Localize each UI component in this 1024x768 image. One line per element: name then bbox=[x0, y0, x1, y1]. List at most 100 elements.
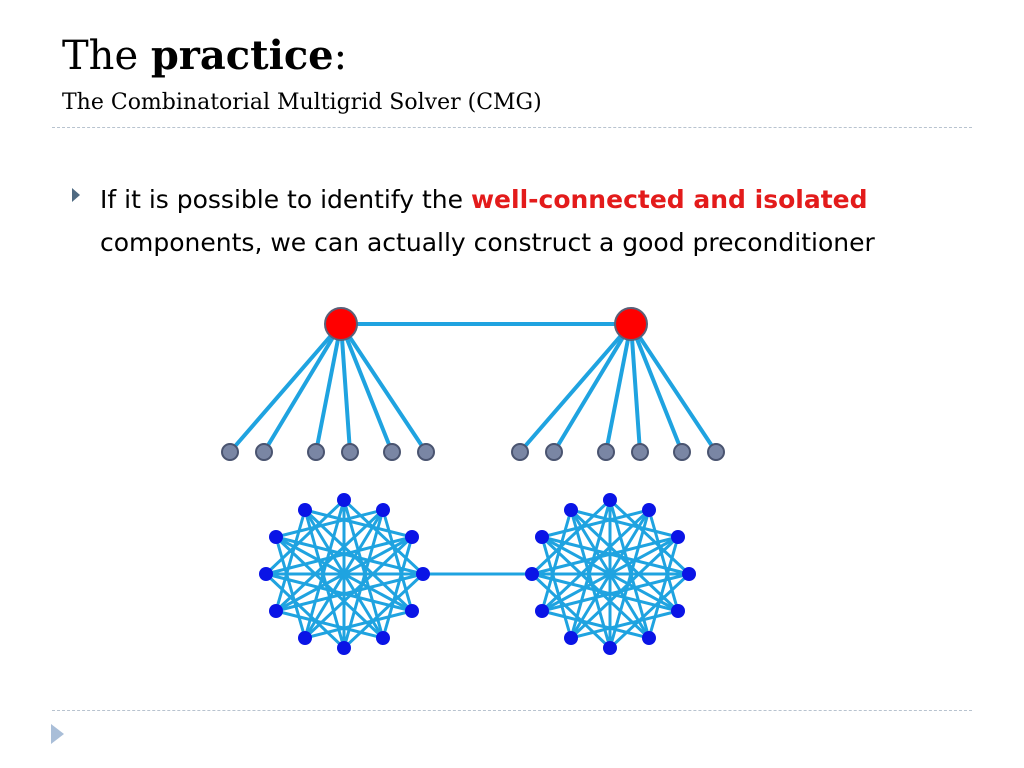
bottom-divider bbox=[52, 710, 972, 711]
graph-edges bbox=[228, 322, 718, 650]
highlight-phrase: well-connected and isolated bbox=[470, 185, 868, 214]
cluster-node bbox=[298, 503, 312, 517]
cluster-node bbox=[337, 641, 351, 655]
cluster-edge bbox=[540, 535, 573, 640]
cluster-node bbox=[603, 493, 617, 507]
cluster-edge bbox=[540, 535, 691, 576]
cluster-node bbox=[671, 604, 685, 618]
cluster-edge bbox=[303, 508, 414, 613]
tree-edge bbox=[604, 322, 633, 454]
cluster-edge bbox=[274, 609, 385, 640]
tree-edge bbox=[518, 322, 633, 454]
cluster-node bbox=[671, 530, 685, 544]
title-emphasis: practice bbox=[150, 32, 334, 79]
leaf-node bbox=[597, 443, 615, 461]
tree-edge bbox=[228, 322, 343, 454]
slide-subtitle: The Combinatorial Multigrid Solver (CMG) bbox=[62, 90, 542, 115]
coarse-node bbox=[324, 307, 358, 341]
cluster-edge bbox=[303, 508, 346, 650]
triangle-bullet-icon bbox=[72, 188, 80, 202]
tree-edge bbox=[629, 322, 718, 454]
cluster-edge bbox=[342, 498, 425, 576]
leaf-node bbox=[417, 443, 435, 461]
cluster-node bbox=[535, 604, 549, 618]
cluster-node bbox=[564, 631, 578, 645]
cluster-node bbox=[376, 631, 390, 645]
cluster-node bbox=[535, 530, 549, 544]
tree-edge bbox=[629, 322, 684, 454]
cluster-edge bbox=[530, 535, 680, 576]
cluster-node bbox=[642, 631, 656, 645]
cluster-edge bbox=[530, 572, 612, 650]
cluster-edge bbox=[530, 498, 612, 576]
bullet-point: If it is possible to identify the well-c… bbox=[72, 178, 972, 264]
cluster-node bbox=[525, 567, 539, 581]
coarse-node bbox=[614, 307, 648, 341]
cluster-node bbox=[269, 604, 283, 618]
cluster-edge bbox=[540, 508, 651, 613]
cluster-node bbox=[259, 567, 273, 581]
cluster-edge bbox=[274, 508, 307, 613]
cluster-edge bbox=[303, 535, 414, 640]
cluster-edge bbox=[264, 535, 414, 576]
slide-title: The practice: bbox=[62, 32, 348, 79]
leaf-node bbox=[383, 443, 401, 461]
top-divider bbox=[52, 127, 972, 128]
cluster-edge bbox=[303, 508, 385, 640]
leaf-node bbox=[545, 443, 563, 461]
tree-edge bbox=[314, 322, 343, 454]
cluster-node bbox=[642, 503, 656, 517]
cluster-edge bbox=[608, 498, 691, 576]
cluster-edge bbox=[569, 508, 680, 539]
cluster-node bbox=[269, 530, 283, 544]
cluster-edge bbox=[274, 535, 307, 640]
leaf-node bbox=[255, 443, 273, 461]
graph-nodes bbox=[221, 307, 725, 655]
cluster-edge bbox=[569, 535, 680, 640]
leaf-node bbox=[307, 443, 325, 461]
cluster-edge bbox=[274, 508, 385, 613]
leaf-node bbox=[221, 443, 239, 461]
cluster-node bbox=[376, 503, 390, 517]
cluster-edge bbox=[647, 535, 680, 640]
cluster-edge bbox=[608, 572, 691, 650]
cluster-node bbox=[405, 604, 419, 618]
cluster-edge bbox=[381, 535, 414, 640]
bullet-text: If it is possible to identify the well-c… bbox=[100, 185, 875, 257]
cluster-edge bbox=[303, 508, 414, 539]
tree-edge bbox=[339, 322, 352, 454]
next-slide-icon[interactable] bbox=[51, 724, 64, 744]
cluster-edge bbox=[540, 609, 651, 640]
leaf-node bbox=[631, 443, 649, 461]
cluster-edge bbox=[264, 498, 346, 576]
cluster-node bbox=[682, 567, 696, 581]
cluster-node bbox=[603, 641, 617, 655]
tree-edge bbox=[262, 322, 343, 454]
cluster-edge bbox=[303, 609, 414, 640]
cluster-edge bbox=[647, 508, 680, 613]
cluster-node bbox=[564, 503, 578, 517]
tree-edge bbox=[339, 322, 394, 454]
cluster-edge bbox=[569, 508, 612, 650]
cluster-edge bbox=[569, 508, 680, 613]
cluster-edge bbox=[342, 572, 425, 650]
cluster-edge bbox=[264, 572, 414, 613]
leaf-node bbox=[511, 443, 529, 461]
cluster-edge bbox=[274, 508, 385, 539]
cluster-edge bbox=[540, 508, 651, 539]
cluster-node bbox=[416, 567, 430, 581]
leaf-node bbox=[341, 443, 359, 461]
cluster-node bbox=[405, 530, 419, 544]
leaf-node bbox=[707, 443, 725, 461]
cluster-edge bbox=[530, 572, 680, 613]
cluster-node bbox=[337, 493, 351, 507]
tree-edge bbox=[629, 322, 642, 454]
leaf-node bbox=[673, 443, 691, 461]
cluster-edge bbox=[569, 609, 680, 640]
cluster-edge bbox=[569, 508, 651, 640]
cluster-edge bbox=[540, 508, 573, 613]
cluster-node bbox=[298, 631, 312, 645]
cluster-edge bbox=[381, 508, 414, 613]
cluster-edge bbox=[274, 535, 425, 576]
